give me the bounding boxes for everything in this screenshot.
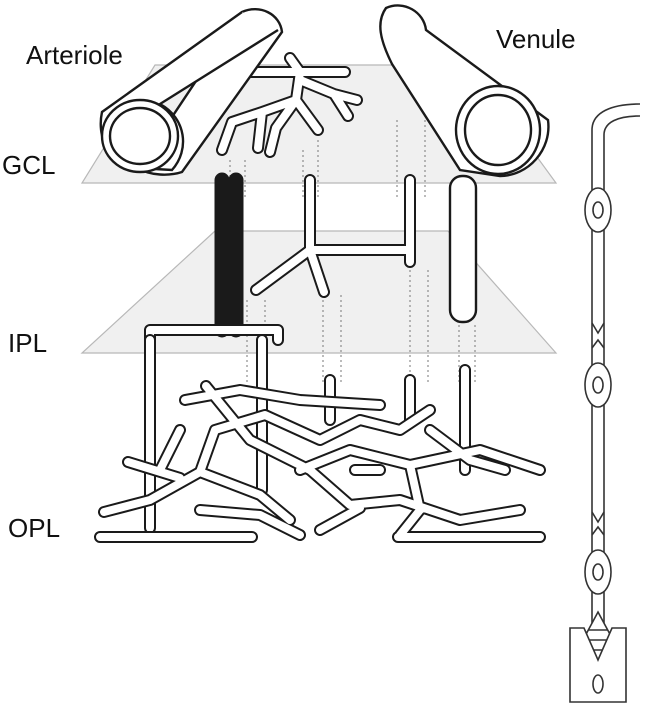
projection-lines: [229, 110, 476, 385]
ipl-label: IPL: [8, 328, 48, 358]
opl-label: OPL: [8, 513, 61, 543]
arteriole-label: Arteriole: [26, 40, 123, 70]
venule-label: Venule: [496, 24, 576, 54]
arteriole-vessel: [99, 8, 284, 176]
opl-capillary-network: [94, 380, 546, 543]
gcl-label: GCL: [2, 150, 56, 180]
neuron-chain: [569, 103, 641, 703]
gcl-capillary-plexus: [216, 52, 363, 158]
venule-descending-trunk: [448, 174, 478, 324]
photoreceptor-base: [569, 627, 627, 703]
gcl-ipl-connecting-vessels: [214, 172, 478, 338]
venule-vessel: [379, 4, 550, 178]
